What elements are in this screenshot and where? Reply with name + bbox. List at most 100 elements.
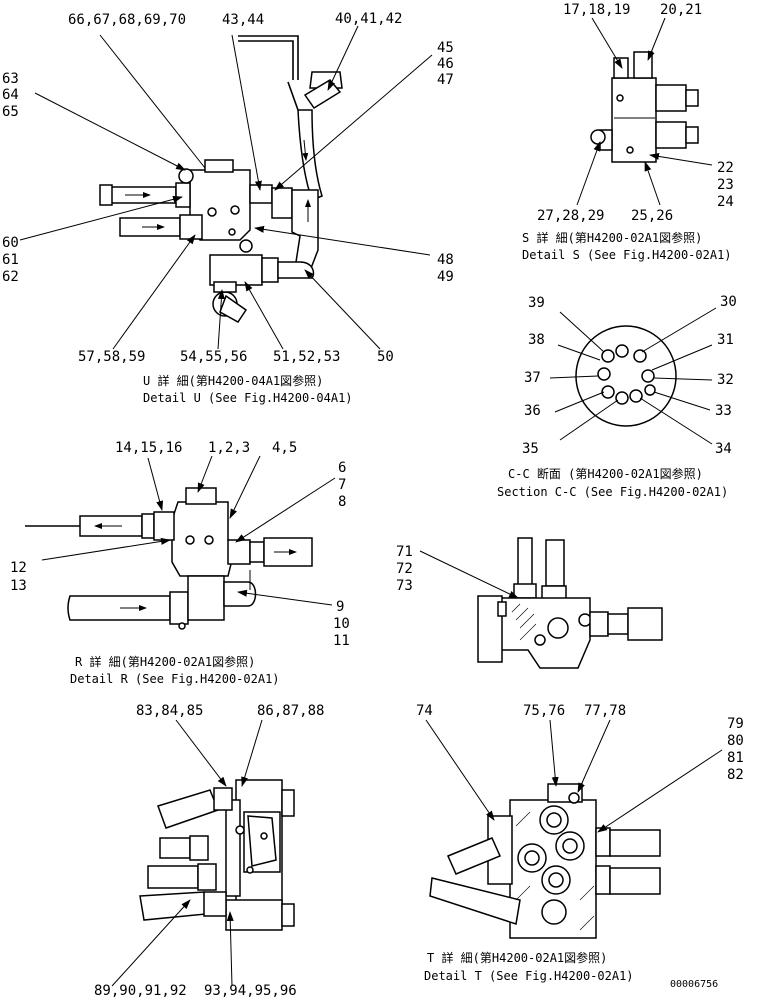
callout-61: 61 xyxy=(2,252,19,268)
callout-79: 79 xyxy=(727,716,744,732)
section-cc-leaders xyxy=(549,307,717,445)
callout-48: 48 xyxy=(437,252,454,268)
detail-u: 66,67,68,69,70 43,44 40,41,42 45 46 47 6… xyxy=(2,11,454,405)
callout-9: 9 xyxy=(336,599,344,615)
callout-37: 37 xyxy=(524,370,541,386)
detail-u-drawing xyxy=(99,35,343,323)
callout-46: 46 xyxy=(437,56,454,72)
detail-valve-71: 71 72 73 xyxy=(396,537,663,669)
callout-30: 30 xyxy=(720,294,737,310)
callout-40: 40,41,42 xyxy=(335,11,402,27)
detail-t-caption-en: Detail T (See Fig.H4200-02A1) xyxy=(424,969,634,983)
callout-45: 45 xyxy=(437,40,454,56)
callout-24: 24 xyxy=(717,194,734,210)
detail-u-callouts: 66,67,68,69,70 43,44 40,41,42 45 46 47 6… xyxy=(2,11,454,365)
callout-32: 32 xyxy=(717,372,734,388)
detail-valve-83-drawing xyxy=(139,779,295,931)
callout-54: 54,55,56 xyxy=(180,349,247,365)
callout-66: 66,67,68,69,70 xyxy=(68,12,186,28)
callout-8: 8 xyxy=(338,494,346,510)
detail-s-caption-en: Detail S (See Fig.H4200-02A1) xyxy=(522,248,732,262)
detail-t-leaders xyxy=(425,719,723,833)
callout-38: 38 xyxy=(528,332,545,348)
callout-20: 20,21 xyxy=(660,2,702,18)
detail-s-callouts: 17,18,19 20,21 22 23 24 27,28,29 25,26 xyxy=(537,2,734,224)
callout-33: 33 xyxy=(715,403,732,419)
detail-valve-71-drawing xyxy=(477,537,663,669)
detail-r-callouts: 14,15,16 1,2,3 4,5 6 7 8 12 13 9 10 11 xyxy=(10,440,350,649)
callout-82: 82 xyxy=(727,767,744,783)
detail-valve-71-leaders xyxy=(419,550,519,599)
callout-11: 11 xyxy=(333,633,350,649)
callout-80: 80 xyxy=(727,733,744,749)
detail-u-caption-en: Detail U (See Fig.H4200-04A1) xyxy=(143,391,353,405)
callout-86: 86,87,88 xyxy=(257,703,324,719)
callout-83: 83,84,85 xyxy=(136,703,203,719)
callout-7: 7 xyxy=(338,477,346,493)
detail-t: 74 75,76 77,78 79 80 81 82 T 詳 細(第H4200-… xyxy=(416,703,744,983)
callout-27: 27,28,29 xyxy=(537,208,604,224)
detail-valve-71-callouts: 71 72 73 xyxy=(396,544,413,594)
callout-43: 43,44 xyxy=(222,12,264,28)
detail-t-callouts: 74 75,76 77,78 79 80 81 82 xyxy=(416,703,744,783)
callout-73: 73 xyxy=(396,578,413,594)
detail-valve-83: 83,84,85 86,87,88 89,90,91,92 93,94,95,9… xyxy=(94,703,324,998)
callout-60: 60 xyxy=(2,235,19,251)
callout-72: 72 xyxy=(396,561,413,577)
detail-s: 17,18,19 20,21 22 23 24 27,28,29 25,26 S… xyxy=(522,2,734,262)
callout-4: 4,5 xyxy=(272,440,297,456)
detail-r-caption-jp: R 詳 細(第H4200-02A1図参照) xyxy=(75,654,255,669)
callout-47: 47 xyxy=(437,72,454,88)
section-cc: 39 38 37 36 35 30 31 32 33 34 C-C 断面 (第H… xyxy=(497,294,737,499)
callout-10: 10 xyxy=(333,616,350,632)
callout-31: 31 xyxy=(717,332,734,348)
drawing-number: 00006756 xyxy=(670,979,718,990)
callout-63: 63 xyxy=(2,71,19,87)
detail-r-caption-en: Detail R (See Fig.H4200-02A1) xyxy=(70,672,280,686)
callout-1: 1,2,3 xyxy=(208,440,250,456)
detail-r-drawing xyxy=(25,487,313,630)
callout-89: 89,90,91,92 xyxy=(94,983,187,998)
detail-t-caption-jp: T 詳 細(第H4200-02A1図参照) xyxy=(427,950,607,965)
callout-57: 57,58,59 xyxy=(78,349,145,365)
detail-r: 14,15,16 1,2,3 4,5 6 7 8 12 13 9 10 11 R… xyxy=(10,440,350,686)
callout-62: 62 xyxy=(2,269,19,285)
callout-50: 50 xyxy=(377,349,394,365)
callout-13: 13 xyxy=(10,578,27,594)
detail-u-caption-jp: U 詳 細(第H4200-04A1図参照) xyxy=(143,373,323,388)
callout-93: 93,94,95,96 xyxy=(204,983,297,998)
detail-r-leaders xyxy=(41,455,336,606)
callout-34: 34 xyxy=(715,441,732,457)
callout-77: 77,78 xyxy=(584,703,626,719)
section-cc-caption-en: Section C-C (See Fig.H4200-02A1) xyxy=(497,485,728,499)
callout-25: 25,26 xyxy=(631,208,673,224)
callout-39: 39 xyxy=(528,295,545,311)
callout-64: 64 xyxy=(2,87,19,103)
detail-valve-83-leaders xyxy=(111,719,263,987)
detail-s-caption-jp: S 詳 細(第H4200-02A1図参照) xyxy=(522,230,702,245)
callout-65: 65 xyxy=(2,104,19,120)
callout-36: 36 xyxy=(524,403,541,419)
section-cc-callouts: 39 38 37 36 35 30 31 32 33 34 xyxy=(522,294,737,457)
detail-u-leaders xyxy=(19,25,433,350)
callout-81: 81 xyxy=(727,750,744,766)
detail-t-drawing xyxy=(429,783,661,939)
section-cc-caption-jp: C-C 断面 (第H4200-02A1図参照) xyxy=(508,466,703,481)
callout-71: 71 xyxy=(396,544,413,560)
section-cc-drawing xyxy=(575,325,677,427)
detail-s-leaders xyxy=(576,17,713,206)
callout-23: 23 xyxy=(717,177,734,193)
detail-valve-83-callouts: 83,84,85 86,87,88 89,90,91,92 93,94,95,9… xyxy=(94,703,324,998)
detail-s-drawing xyxy=(590,51,699,163)
callout-74: 74 xyxy=(416,703,433,719)
callout-6: 6 xyxy=(338,460,346,476)
callout-75: 75,76 xyxy=(523,703,565,719)
callout-12: 12 xyxy=(10,560,27,576)
callout-35: 35 xyxy=(522,441,539,457)
callout-51: 51,52,53 xyxy=(273,349,340,365)
callout-14: 14,15,16 xyxy=(115,440,182,456)
callout-49: 49 xyxy=(437,269,454,285)
callout-22: 22 xyxy=(717,160,734,176)
callout-17: 17,18,19 xyxy=(563,2,630,18)
